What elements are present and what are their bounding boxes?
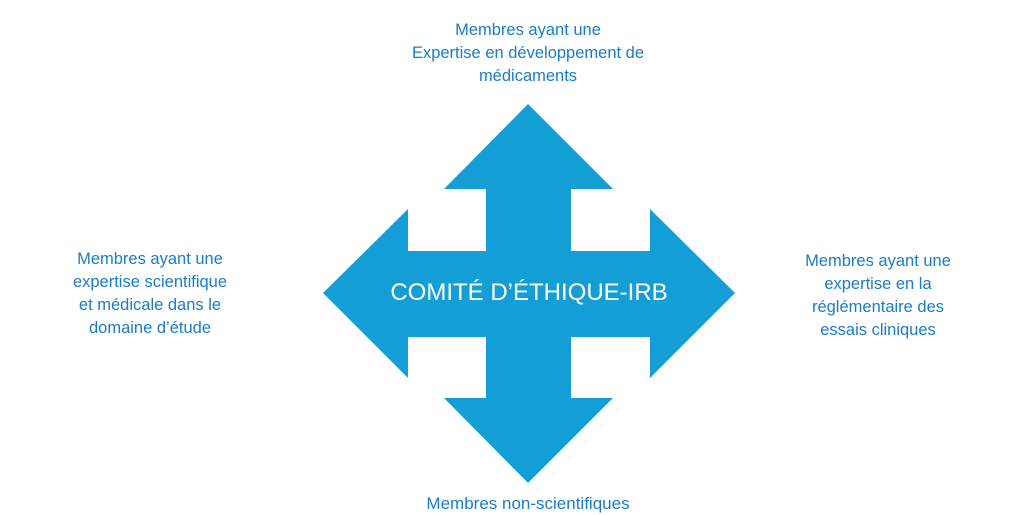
left-label: Membres ayant une expertise scientifique…: [30, 248, 270, 340]
cross-arrow-shape: [323, 104, 735, 483]
label-line: Membres ayant une: [805, 252, 951, 270]
bottom-label: Membres non-scientifiques: [330, 492, 726, 515]
label-line: expertise scientifique: [72, 273, 228, 291]
label-line: expertise en la: [824, 275, 932, 293]
center-label: COMITÉ D’ÉTHIQUE-IRB: [390, 279, 668, 306]
label-line: et médicale dans le: [78, 296, 222, 314]
label-line: médicaments: [478, 67, 578, 85]
label-line: domaine d’étude: [88, 319, 211, 337]
top-label: Membres ayant une Expertise en développe…: [330, 19, 726, 88]
right-label: Membres ayant une expertise en la réglém…: [758, 250, 998, 342]
label-line: Expertise en développement de: [411, 44, 645, 62]
label-line: Membres ayant une: [77, 250, 223, 268]
label-line: essais cliniques: [820, 321, 936, 339]
label-line: Membres non-scientifiques: [426, 494, 630, 513]
label-line: Membres ayant une: [455, 21, 601, 39]
label-line: réglémentaire des: [811, 298, 945, 316]
